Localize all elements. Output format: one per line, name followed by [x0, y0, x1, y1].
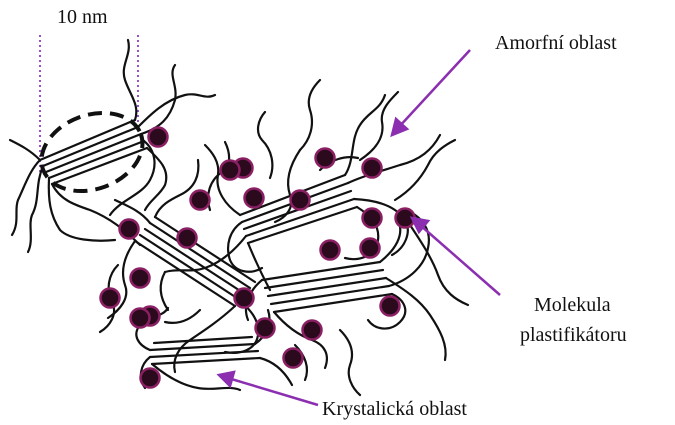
plasticizer-molecule	[120, 220, 139, 239]
plasticizer-molecule	[235, 289, 254, 308]
plasticizer-molecule	[245, 189, 264, 208]
plasticizer-molecule	[316, 149, 335, 168]
amorphous-region-label: Amorfní oblast	[495, 32, 617, 55]
plasticizer-molecule	[131, 269, 150, 288]
plasticizer-molecule	[191, 191, 210, 210]
plasticizer-molecule	[284, 349, 303, 368]
plasticizer-molecule	[131, 309, 150, 328]
crystalline-region-label: Krystalická oblast	[322, 398, 467, 421]
annotation-arrows	[219, 50, 500, 405]
arrow-amorphous	[398, 50, 470, 128]
arrowhead-crystalline	[219, 372, 234, 386]
plasticizer-molecule	[361, 239, 380, 258]
plasticizer-molecule	[303, 321, 322, 340]
plasticizer-molecule	[381, 297, 400, 316]
plasticizer-label-line1: Molekula	[520, 290, 627, 320]
plasticizer-molecule	[291, 191, 310, 210]
plasticizer-molecule	[256, 319, 275, 338]
plasticizer-molecule	[141, 369, 160, 388]
plasticizer-molecule	[221, 161, 240, 180]
arrow-crystalline	[228, 378, 318, 405]
scale-label: 10 nm	[57, 6, 108, 29]
plasticizer-molecule	[363, 209, 382, 228]
plasticizer-molecule	[178, 229, 197, 248]
plasticizer-molecule	[101, 289, 120, 308]
plasticizer-molecule	[363, 159, 382, 178]
plasticizer-molecule	[321, 241, 340, 260]
plasticizer-label: Molekula plastifikátoru	[520, 290, 627, 350]
plasticizer-molecule	[149, 128, 168, 147]
plasticizer-label-line2: plastifikátoru	[520, 320, 627, 350]
